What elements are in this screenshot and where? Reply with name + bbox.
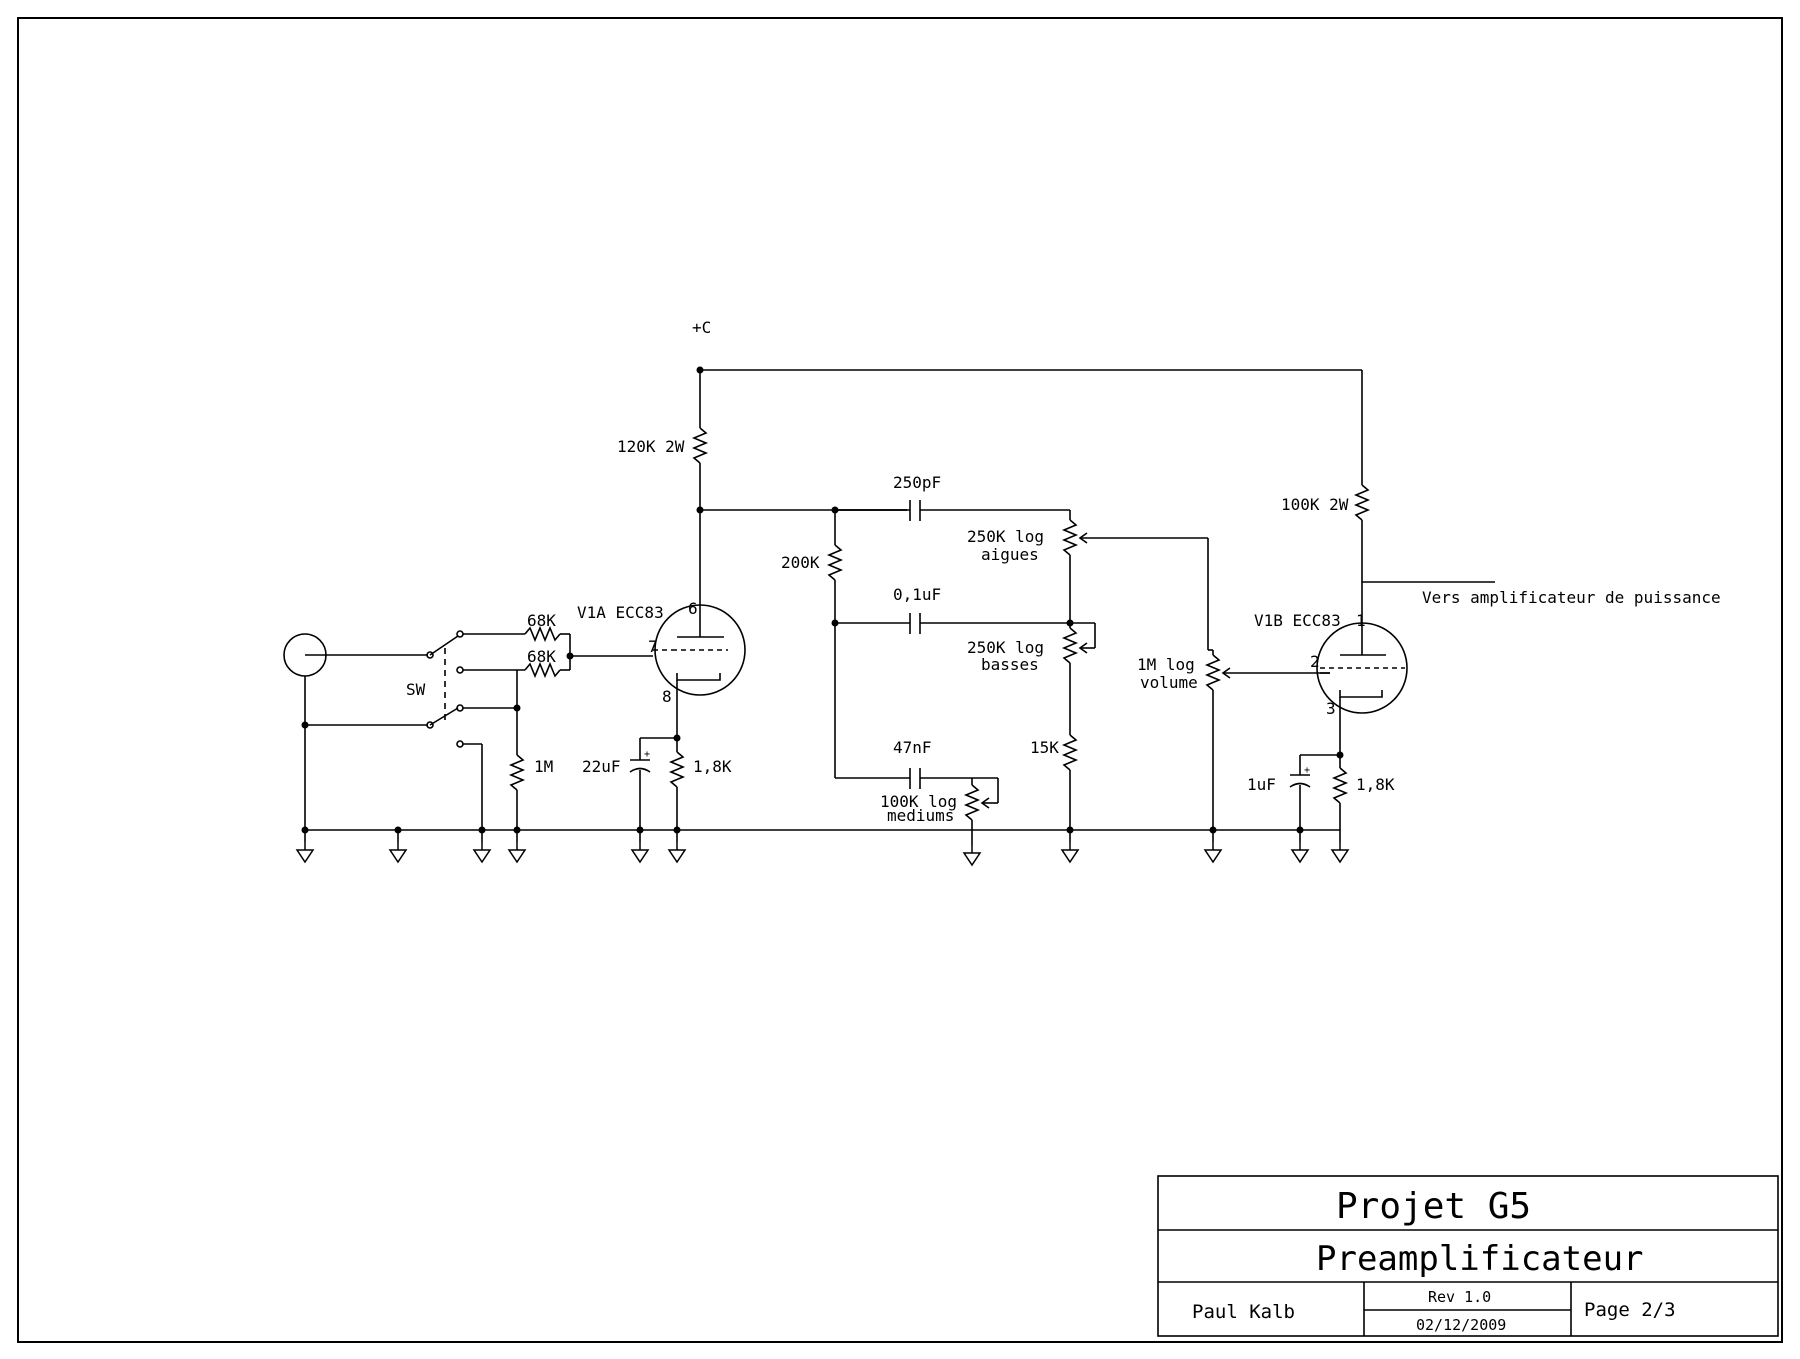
svg-text:+: + (644, 749, 650, 760)
label-pot-treble-value: 250K log (967, 527, 1044, 546)
pot-volume (1204, 654, 1222, 691)
label-pot-bass-name: basses (981, 655, 1039, 674)
label-v1a-pin-plate: 6 (688, 599, 698, 618)
resistor-15k (1061, 734, 1079, 771)
output-label: Vers amplificateur de puissance (1422, 588, 1721, 607)
label-pot-mid-value: 100K log (880, 792, 957, 811)
label-switch: SW (406, 680, 426, 699)
label-r-cath2: 1,8K (1356, 775, 1395, 794)
label-pot-vol-value: 1M log (1137, 655, 1195, 674)
label-r-in-a: 68K (527, 611, 556, 630)
label-pot-bass-value: 250K log (967, 638, 1044, 657)
label-c-bass: 0,1uF (893, 585, 941, 604)
title-date: 02/12/2009 (1416, 1316, 1506, 1334)
resistor-120k (691, 427, 709, 464)
switch-sw (426, 651, 434, 659)
label-v1a-pin-grid: 7 (648, 637, 658, 656)
label-r-cath1: 1,8K (693, 757, 732, 776)
label-c-cath2: 1uF (1247, 775, 1276, 794)
title-project: Projet G5 (1336, 1186, 1531, 1227)
label-pot-treble-name: aigues (981, 545, 1039, 564)
label-r-grid: 1M (534, 757, 553, 776)
label-pot-mid-name: mediums (887, 806, 954, 825)
pot-mid (963, 784, 981, 821)
title-revision: Rev 1.0 (1428, 1288, 1491, 1306)
resistor-68k-a (524, 625, 561, 643)
resistor-1-8k-b (1331, 767, 1349, 804)
label-r-stack: 15K (1030, 738, 1059, 757)
svg-text:+: + (1304, 765, 1310, 776)
resistor-1-8k-a (668, 751, 686, 788)
sheet-border (17, 17, 1783, 1343)
label-r-in-b: 68K (527, 647, 556, 666)
label-r-anode2: 100K 2W (1281, 495, 1349, 514)
ground-symbols (296, 841, 1349, 866)
pot-treble (1061, 519, 1079, 556)
resistor-68k-b (524, 661, 561, 679)
supply-label: +C (692, 318, 711, 337)
title-block (1157, 1175, 1779, 1337)
resistor-100k (1353, 484, 1371, 521)
title-sheet: Preamplificateur (1316, 1239, 1644, 1279)
label-tube-v1a: V1A ECC83 (577, 603, 664, 622)
label-r-anode1: 120K 2W (617, 437, 685, 456)
label-v1b-pin-cathode: 3 (1326, 699, 1336, 718)
label-pot-vol-name: volume (1140, 673, 1198, 692)
resistor-1m (508, 754, 526, 791)
label-c-mid: 47nF (893, 738, 932, 757)
label-r-slope: 200K (781, 553, 820, 572)
pot-bass (1061, 627, 1079, 664)
resistor-200k (826, 544, 844, 581)
label-v1a-pin-cathode: 8 (662, 687, 672, 706)
junction-dots (301, 366, 1344, 834)
label-tube-v1b: V1B ECC83 (1254, 611, 1341, 630)
label-v1b-pin-grid: 2 (1310, 652, 1320, 671)
title-page: Page 2/3 (1584, 1299, 1676, 1321)
label-c-cath1: 22uF (582, 757, 621, 776)
title-author: Paul Kalb (1192, 1301, 1295, 1323)
label-v1b-pin-plate: 1 (1356, 611, 1366, 630)
label-c-treble: 250pF (893, 473, 941, 492)
